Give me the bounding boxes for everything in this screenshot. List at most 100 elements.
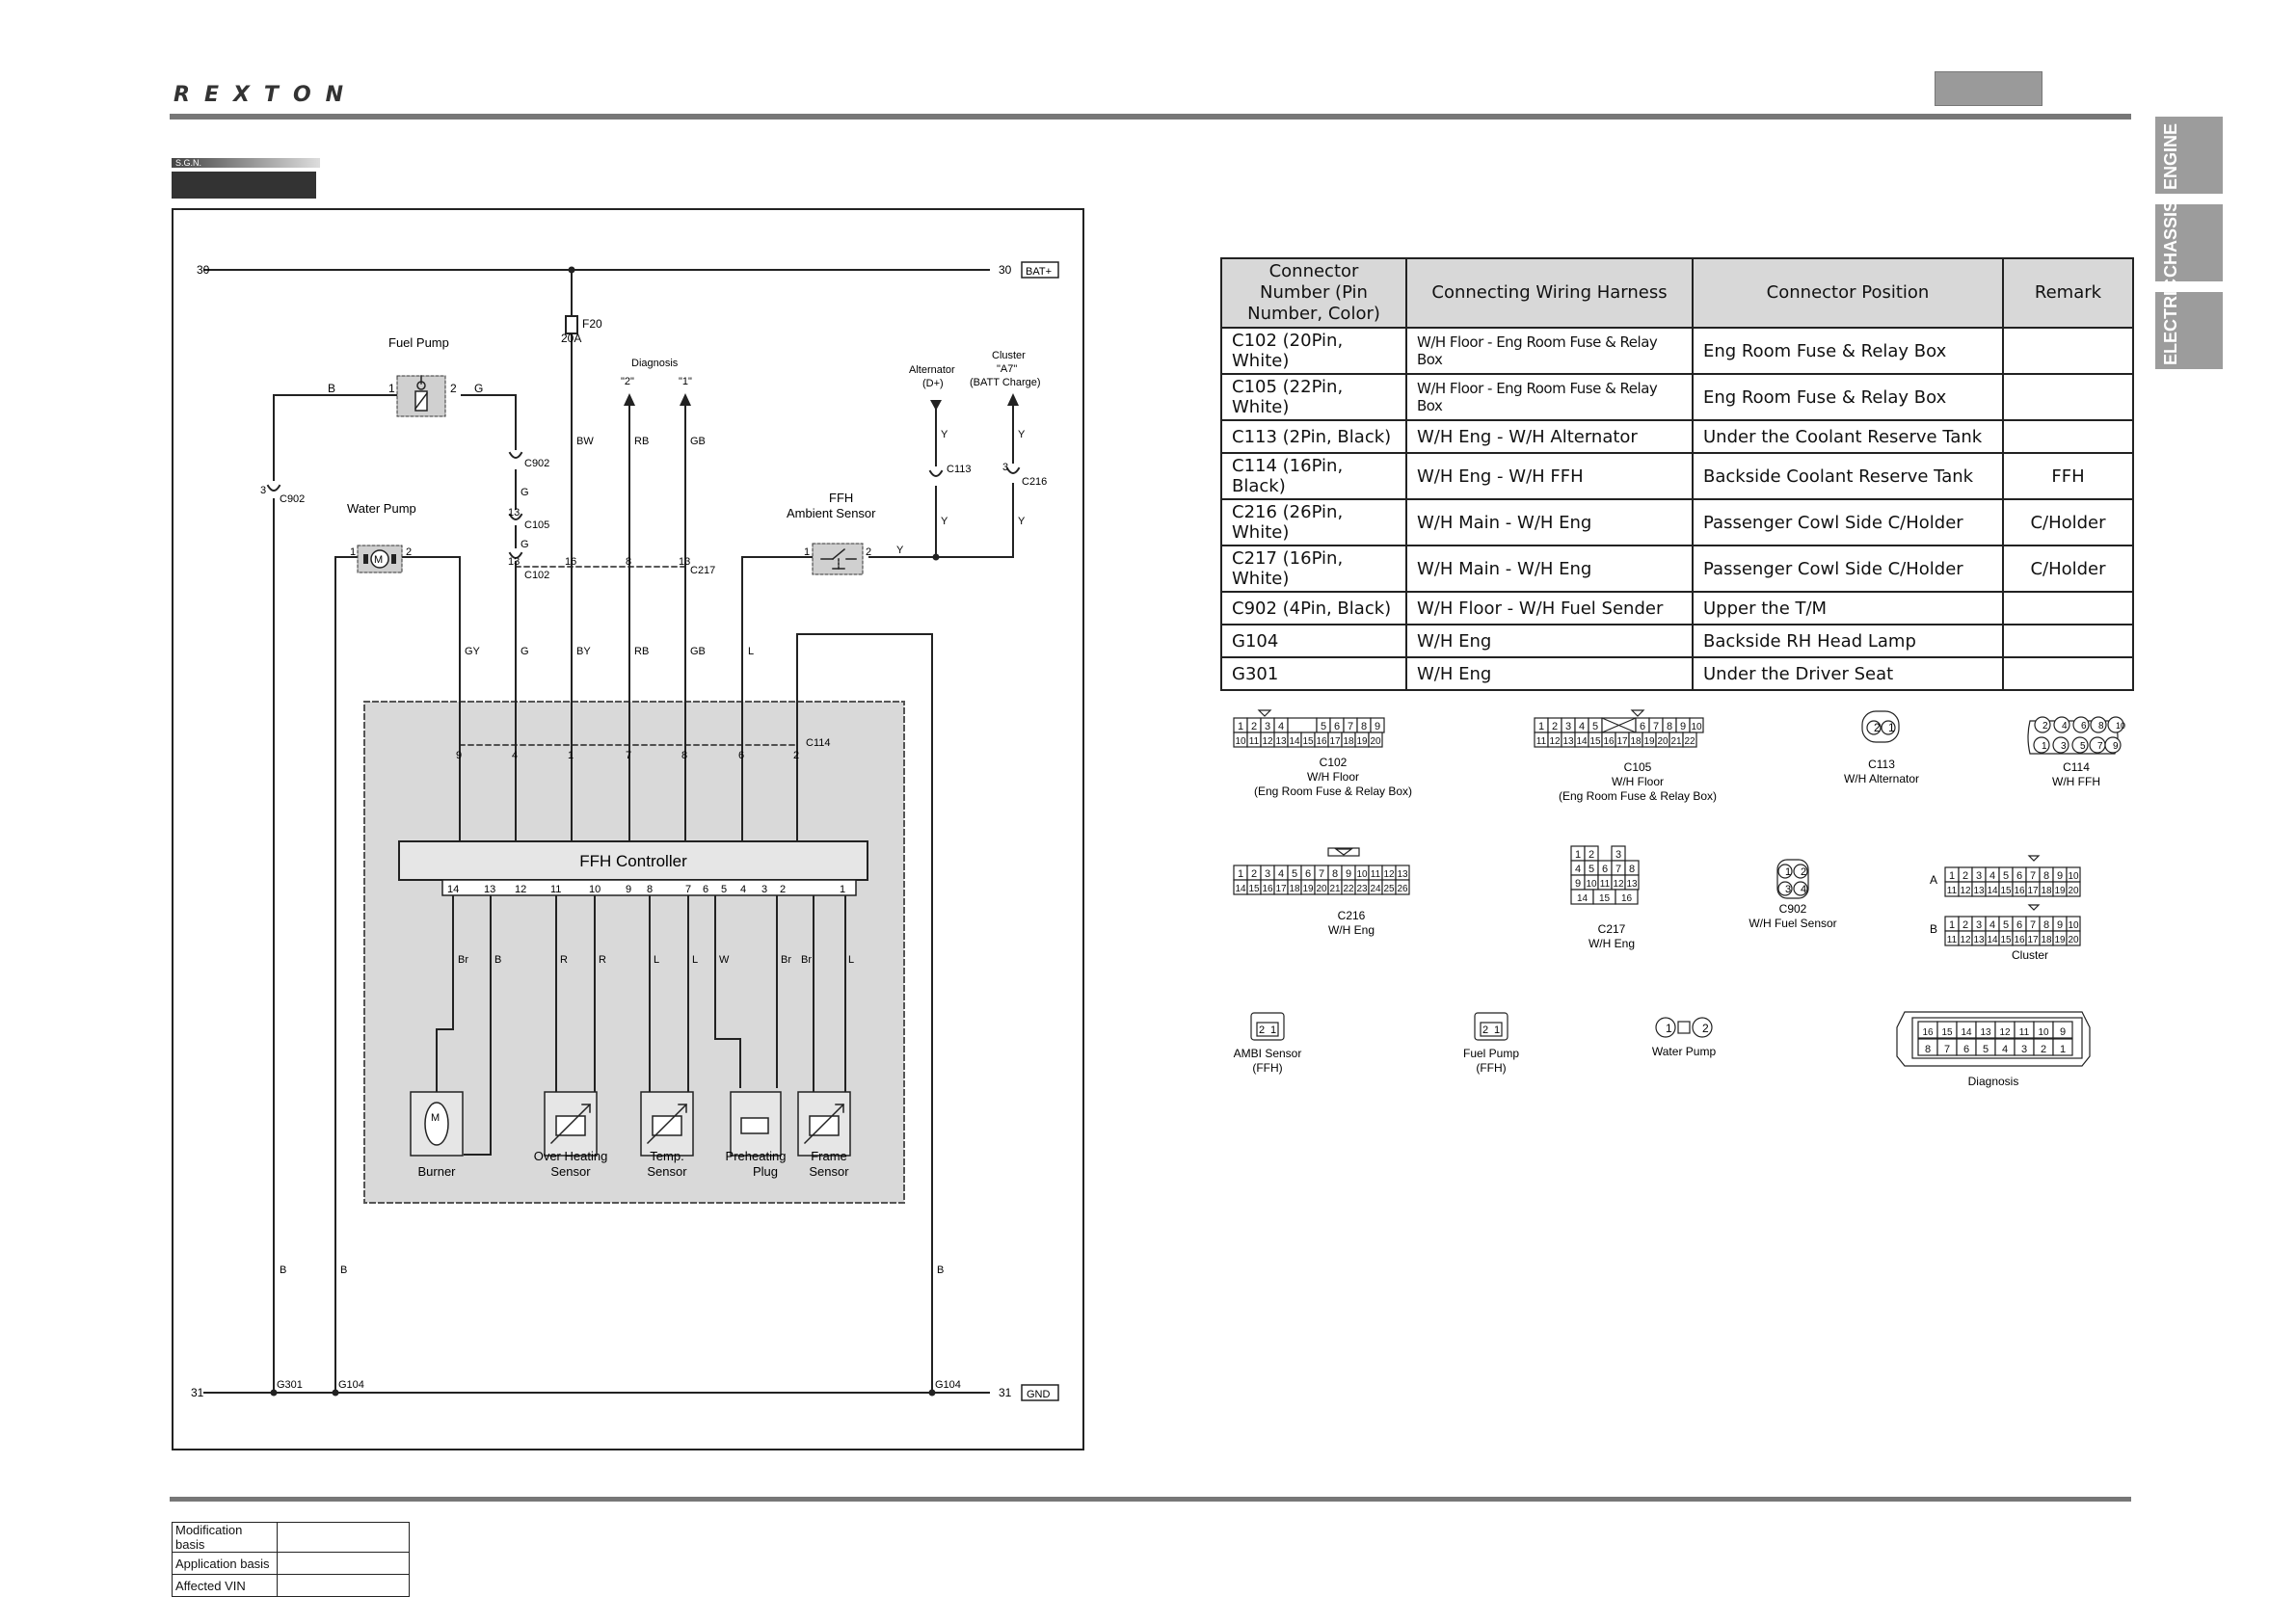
c102-pin-7-num: 7	[1348, 721, 1353, 732]
ctrl-pin3: 3	[761, 884, 767, 895]
cluster-a-pin-14-num: 14	[1987, 886, 1998, 896]
table-row: C902 (4Pin, Black)W/H Floor - W/H Fuel S…	[1220, 591, 2134, 625]
tab-engine[interactable]: ENGINE	[2155, 117, 2223, 196]
cluster-b-pin-4-num: 4	[1989, 919, 1995, 931]
c216-pin-21-num: 21	[1329, 884, 1341, 894]
cluster-a-pin-6-num: 6	[2016, 870, 2022, 882]
c114-pin7v: 7	[2097, 741, 2103, 752]
c102-pin-9-num: 9	[1375, 721, 1380, 732]
cell-connector: C105 (22Pin, White)	[1220, 373, 1407, 421]
cell-position: Eng Room Fuse & Relay Box	[1692, 373, 2004, 421]
c113-contact-1	[1881, 720, 1896, 735]
cell-harness: W/H Floor - Eng Room Fuse & Relay Box	[1405, 373, 1694, 421]
cell-position: Backside RH Head Lamp	[1692, 624, 2004, 658]
cluster-b-pin-2-num: 2	[1962, 919, 1968, 931]
bat-left-label: 30	[197, 263, 210, 277]
c102-pin-10-num: 10	[1235, 736, 1246, 747]
table-row: C102 (20Pin, White)W/H Floor - Eng Room …	[1220, 327, 2134, 375]
c114-pin1: 1	[568, 750, 574, 761]
ctrl-pin2: 2	[780, 884, 786, 895]
fuse-rating: 20A	[561, 332, 581, 345]
c217-pin-2-num: 2	[1589, 849, 1594, 861]
ctrl-pin9: 9	[626, 884, 631, 895]
cluster-b-pin-12-num: 12	[1960, 935, 1971, 945]
wire-l-3: L	[848, 954, 854, 966]
cluster-b-pin-9-num: 9	[2057, 919, 2063, 931]
cluster-b-pin-13-num: 13	[1973, 935, 1985, 945]
overheat-label-2: Sensor	[550, 1164, 591, 1179]
cell-position: Passenger Cowl Side C/Holder	[1692, 498, 2004, 546]
c216-pin-14-num: 14	[1235, 884, 1246, 894]
c217-pin-11-num: 11	[1600, 879, 1611, 890]
affected-vin-label: Affected VIN	[172, 1574, 278, 1597]
diag-pin-16-num: 16	[1922, 1027, 1934, 1038]
cluster-a-pin-16-num: 16	[2014, 886, 2025, 896]
wp-pin2v: 2	[1702, 1022, 1709, 1035]
cluster-row-a: A	[1930, 873, 1937, 887]
cell-position: Under the Driver Seat	[1692, 656, 2004, 691]
wp-pin1v: 1	[1666, 1022, 1672, 1035]
c105-pin-20-num: 20	[1657, 736, 1669, 747]
cell-harness: W/H Eng - W/H FFH	[1405, 452, 1694, 500]
ctrl-pin5: 5	[721, 884, 727, 895]
amb-pin2: 2	[866, 546, 871, 558]
bat-tag: BAT+	[1026, 266, 1052, 278]
fuse-label: F20	[582, 317, 602, 331]
ambi-pin1v: 1	[1270, 1024, 1276, 1036]
cell-position: Backside Coolant Reserve Tank	[1692, 452, 2004, 500]
c902-label: C902	[524, 458, 549, 469]
c105-pin-22-num: 22	[1684, 736, 1695, 747]
diag-pin-5-num: 5	[1983, 1044, 1989, 1055]
c105-pin-15-num: 15	[1589, 736, 1601, 747]
c102-pin: 13	[508, 556, 520, 568]
diag-pin-7-num: 7	[1944, 1044, 1950, 1055]
c216-pin-22-num: 22	[1343, 884, 1354, 894]
c113-contact-2	[1866, 720, 1882, 735]
cluster-a-pin-18-num: 18	[2041, 886, 2052, 896]
c105-pin-7-num: 7	[1653, 721, 1659, 732]
cell-connector: C113 (2Pin, Black)	[1220, 419, 1407, 454]
c105-pin-6-num: 6	[1640, 721, 1645, 732]
c114-label: C114	[806, 737, 830, 749]
diag-pin-4-num: 4	[2002, 1044, 2008, 1055]
c105-key-cross	[1601, 717, 1637, 733]
cell-harness: W/H Floor - Eng Room Fuse & Relay Box	[1405, 327, 1694, 375]
gnd-tag: GND	[1027, 1389, 1051, 1400]
tab-chassis-label: CHASSIS	[2161, 200, 2180, 278]
c102-pin-15-num: 15	[1302, 736, 1314, 747]
cluster-b-pin-15-num: 15	[2000, 935, 2012, 945]
tab-chassis[interactable]: CHASSIS	[2155, 200, 2223, 283]
wire-br-3: Br	[801, 954, 812, 966]
table-row: C113 (2Pin, Black)W/H Eng - W/H Alternat…	[1220, 419, 2134, 454]
c105-pin-10-num: 10	[1691, 722, 1702, 732]
c113-pin2: 2	[1874, 721, 1881, 734]
c102-label: C102	[524, 570, 549, 581]
c217-pin-16-num: 16	[1621, 893, 1633, 904]
cluster-b-pin-10-num: 10	[2068, 920, 2079, 931]
c105-pin-14-num: 14	[1576, 736, 1588, 747]
tab-electric[interactable]: ELECTRIC	[2155, 279, 2223, 371]
c114-pin6: 6	[738, 750, 744, 761]
c105-pin: 13	[508, 507, 520, 519]
frame-label-1: Frame	[811, 1149, 847, 1163]
app-basis-label: Application basis	[172, 1552, 278, 1575]
c113-pin1: 1	[1888, 721, 1895, 734]
c217-pin-14-num: 14	[1577, 893, 1589, 904]
wp-pin1: 1	[350, 546, 356, 558]
c217-pin-10-num: 10	[1586, 879, 1597, 890]
mod-basis-label: Modification basis	[172, 1522, 278, 1553]
page-number-box	[1935, 71, 2042, 106]
alternator-pin: (D+)	[922, 378, 944, 389]
gnd-right-label: 31	[999, 1386, 1012, 1399]
c102-desc2: (Eng Room Fuse & Relay Box)	[1254, 785, 1412, 798]
c114-contact-bot-1	[2052, 736, 2069, 754]
c216-pin-26-num: 26	[1397, 884, 1408, 894]
wire-y-alt2: Y	[941, 516, 948, 527]
c216-pin-10-num: 10	[1356, 869, 1368, 880]
c114-contact-bot-0	[2033, 736, 2050, 754]
diag-pin-10-num: 10	[2038, 1027, 2049, 1038]
cluster-a-pin-13-num: 13	[1973, 886, 1985, 896]
c114-contact-top-1	[2053, 716, 2070, 733]
